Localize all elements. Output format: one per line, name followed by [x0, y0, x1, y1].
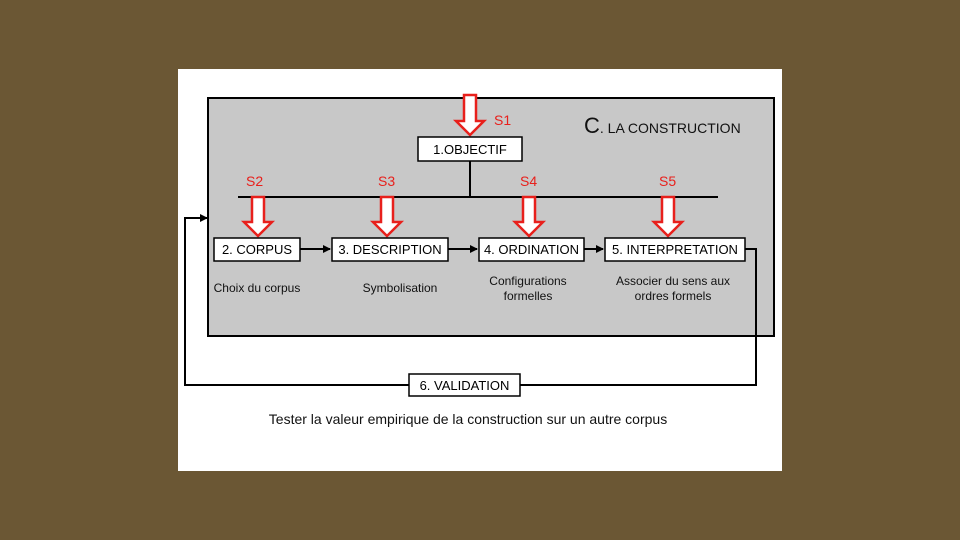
s3-label: S3 [378, 173, 396, 189]
loop-right [520, 248, 757, 386]
s5-label: S5 [659, 173, 677, 189]
objective-box [417, 136, 523, 162]
caption-interpretation: Associer du sens aux ordres formels [615, 274, 731, 303]
caption-description: Symbolisation [362, 281, 438, 295]
section-name: . LA CONSTRUCTION [599, 120, 741, 136]
s1-arrow [452, 93, 488, 137]
slide: C. LA CONSTRUCTION S1 S2 S3 S4 S5 1.OBJE… [178, 69, 782, 471]
validation-box [408, 373, 521, 397]
s2-label: S2 [246, 173, 264, 189]
step-box-ordination [478, 237, 585, 262]
diagram-canvas [184, 93, 775, 397]
s2-arrow [240, 195, 276, 238]
step-box-corpus [213, 237, 301, 262]
s5-arrow [650, 195, 686, 238]
objective-label: 1.OBJECTIF [433, 141, 507, 157]
section-letter: C [584, 113, 600, 138]
step-label-corpus: 2. CORPUS [221, 242, 293, 257]
section-title: C. LA CONSTRUCTION [584, 113, 741, 139]
step-label-interpretation: 5. INTERPRETATION [612, 242, 738, 257]
s4-arrow [511, 195, 547, 238]
step-label-description: 3. DESCRIPTION [338, 242, 442, 257]
s4-label: S4 [520, 173, 538, 189]
s3-arrow [369, 195, 405, 238]
validation-description: Tester la valeur empirique de la constru… [268, 411, 668, 427]
step-box-description [331, 237, 449, 262]
caption-ordination: Configurations formelles [489, 274, 567, 303]
caption-corpus: Choix du corpus [213, 281, 301, 295]
step-label-ordination: 4. ORDINATION [483, 242, 580, 257]
step-box-interpretation [604, 237, 746, 262]
validation-label: 6. VALIDATION [419, 377, 510, 393]
s1-label: S1 [494, 112, 512, 128]
loop-left [184, 214, 409, 386]
